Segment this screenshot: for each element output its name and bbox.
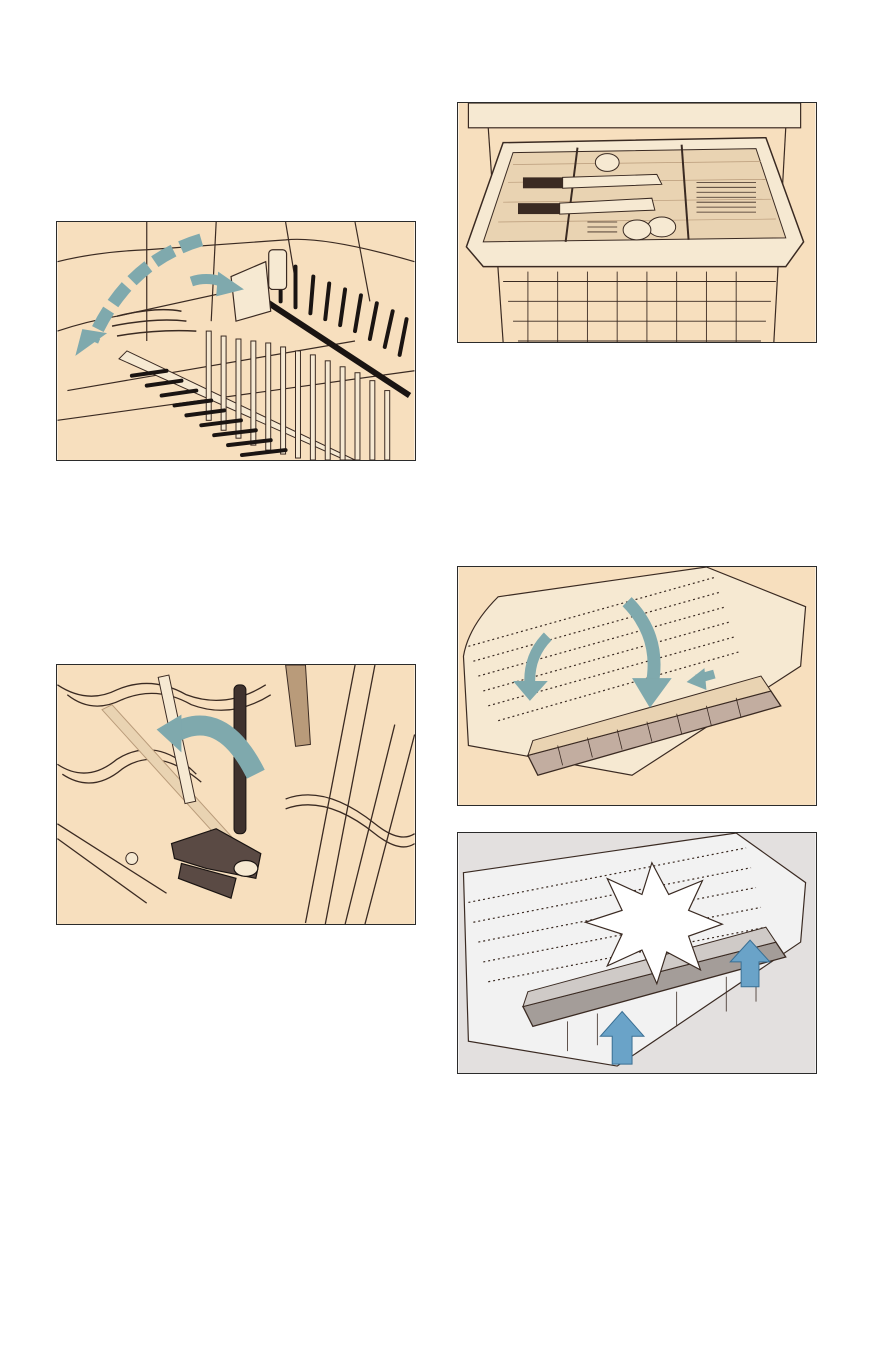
cutlery-drawer-figure: [457, 102, 817, 343]
tine-lever-figure: [56, 664, 416, 925]
lever-clip-icon: [57, 665, 415, 924]
rack-tines-fold-figure: [56, 221, 416, 461]
tray-insert-figure: [457, 566, 817, 806]
cutlery-drawer-icon: [458, 103, 816, 342]
fold-down-tines-icon: [57, 222, 415, 460]
tray-lift-figure: [457, 832, 817, 1074]
tray-insert-icon: [458, 567, 816, 805]
